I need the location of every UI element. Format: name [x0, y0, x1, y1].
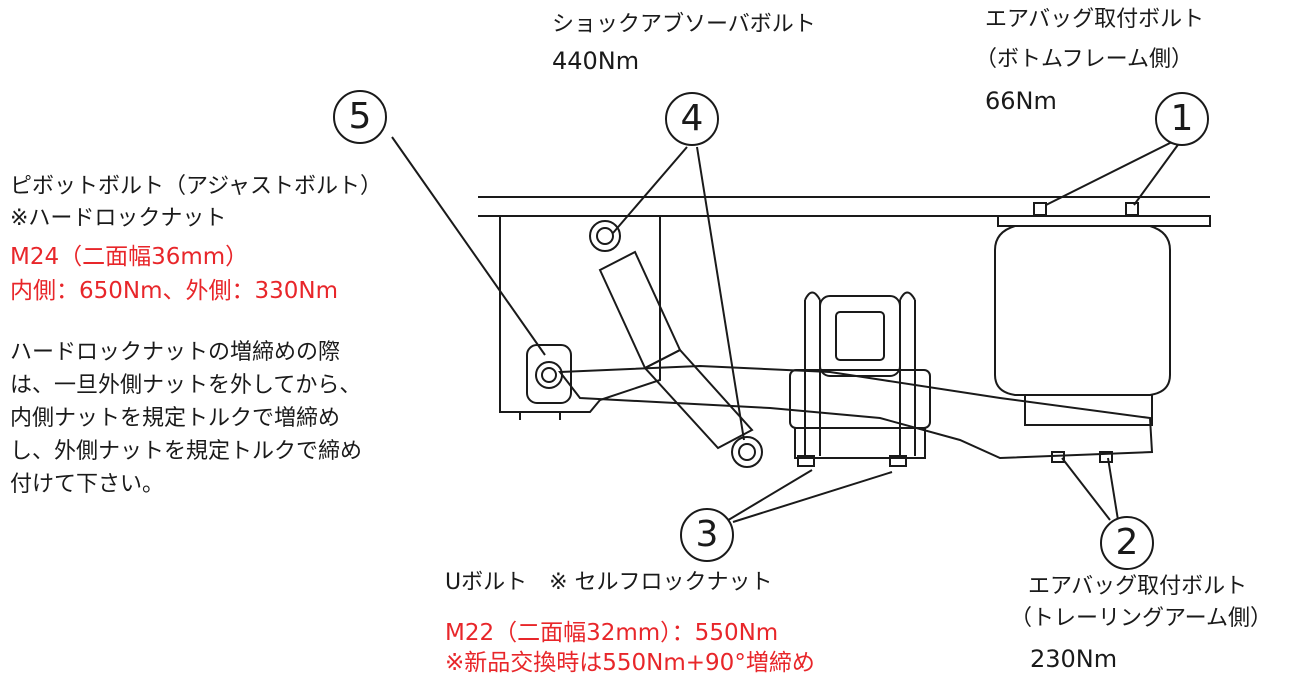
airbag-piston	[1024, 395, 1153, 426]
pivot-torque: 内側：650Nm、外側：330Nm	[10, 278, 339, 304]
callout-1: 1	[1155, 92, 1209, 146]
airbag-arm-title: エアバッグ取付ボルト	[1028, 574, 1248, 599]
leader-1a	[1045, 141, 1173, 206]
pivot-note: ハードロックナットの増締めの際は、一旦外側ナットを外してから、内側ナットを規定ト…	[10, 340, 363, 497]
leader-4a	[612, 146, 688, 234]
pivot-size: M24（二面幅36mm）	[10, 244, 249, 270]
trailing-arm	[558, 364, 1154, 460]
leader-3b	[732, 471, 893, 523]
shock-upper-body	[598, 250, 682, 370]
ubolt-replace: ※新品交換時は550Nm+90°増締め	[445, 650, 815, 676]
shock-lower-body	[643, 348, 754, 450]
u-bolt-left	[804, 300, 821, 456]
shock-title: ショックアブソーバボルト	[552, 12, 816, 37]
axle-tube	[819, 295, 901, 377]
ubolt-size-torque: M22（二面幅32mm）：550Nm	[445, 620, 779, 646]
shock-upper-eye	[589, 220, 621, 252]
leader-2b	[1107, 457, 1119, 521]
leader-5	[391, 136, 546, 356]
leader-2a	[1061, 457, 1111, 521]
airbag-bellows	[994, 225, 1171, 396]
airbag-arm-sub: （トレーリングアーム側）	[1010, 606, 1273, 631]
axle-seat	[789, 369, 931, 429]
ubolt-title: Uボルト ※ セルフロックナット	[445, 570, 773, 595]
airbag-arm-torque: 230Nm	[1030, 645, 1118, 673]
shock-torque: 440Nm	[552, 47, 640, 75]
airbag-top-plate	[997, 215, 1211, 227]
callout-2: 2	[1100, 516, 1154, 570]
pivot-housing	[526, 344, 572, 404]
shock-lower-eye	[731, 436, 763, 468]
leader-3a	[724, 469, 813, 523]
airbag-bottom-torque: 66Nm	[985, 87, 1057, 115]
leader-1b	[1133, 141, 1181, 206]
callout-3: 3	[680, 508, 734, 562]
leader-4b	[696, 146, 745, 441]
airbag-bottom-sub: （ボトムフレーム側）	[975, 47, 1194, 72]
pivot-title: ピボットボルト（アジャストボルト）	[10, 174, 383, 199]
callout-4: 4	[665, 92, 719, 146]
airbag-bottom-title: エアバッグ取付ボルト	[985, 7, 1205, 32]
u-bolt-right	[899, 300, 916, 456]
pivot-nut: ※ハードロックナット	[10, 206, 227, 231]
callout-5: 5	[333, 90, 387, 144]
hanger-bracket	[499, 216, 661, 413]
